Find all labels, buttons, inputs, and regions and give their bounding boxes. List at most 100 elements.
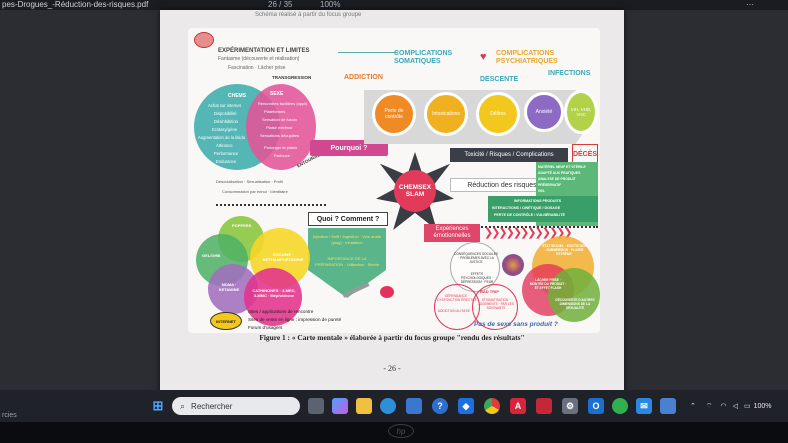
poppers-text: POPPERS [232,223,252,228]
acrobat-icon[interactable]: A [510,398,526,414]
battery-icon: ▭ [743,403,751,410]
settings-icon[interactable]: ⚙ [562,398,578,414]
brain-illustration-icon [502,254,524,276]
pdf-viewer[interactable]: Schéma réalisé à partir du focus groupe … [0,10,788,398]
sexe-item: Plaisir extrême [266,125,293,130]
chemsex-center: CHEMSEX SLAM [394,170,436,212]
reduction-label: Réduction des risques [450,178,554,192]
sexe-item: Sensation de fusion [262,117,298,122]
chemsex-label: CHEMSEX SLAM [398,183,432,198]
dependance-text: DÉPENDANCE · DYSFONCTION ÉRECTILE [437,294,477,303]
gel-ghb-text: GEL/GHB [202,253,221,258]
chems-item: Performance [214,151,238,156]
figure-caption: Figure 1 : « Carte mentale » élaborée à … [259,333,525,342]
complications-psychiatriques: COMPLICATIONS PSYCHIATRIQUES [496,50,558,66]
rdr-item: MATÉRIEL NEUF ET STÉRILE [538,165,586,169]
cathinones-circle [244,268,302,326]
wifi-icon[interactable]: ◠ [720,403,727,410]
cocaine-text: COCAINE · METHAMPHÉTAMINE [262,252,304,263]
heart-icon: ♥ [480,51,487,63]
sexe-item: Prolonger le plaisir [264,145,298,150]
desocialisation-text: Désocialisation · Sexualisation · Profil [216,179,283,184]
experiences-label: Expériences émotionnelles [424,224,480,242]
rdr-item: INFORMATIONS PRODUITS [514,199,562,203]
mdma-text: MDMA · KETAMINE [218,282,240,293]
edge-icon[interactable] [380,398,396,414]
complication-circle: Intoxications [424,92,468,136]
taskbar-search[interactable]: ⌕ Rechercher [172,397,300,415]
quoi-comment-label: Quoi ? Comment ? [308,212,388,226]
cathinones-text: CATHINONES · 4-MEC, 3-MMC · Méphédrone [252,288,296,299]
complication-label: Perte de contrôle [384,108,404,120]
chems-item: Désinhibition [214,119,238,124]
addiction-label: ADDICTION [344,74,383,81]
whatsapp-icon[interactable] [612,398,628,414]
decouverte-circle [548,268,600,322]
deces-label: DÉCÈS [572,144,598,164]
windows-icon[interactable]: ⊞ [152,398,164,413]
sexe-item: Plateformes [264,109,286,114]
decouverte-text: DÉCOUVERTE D'AUTRES DIMENSIONS DE LA SEX… [555,298,595,311]
page-heading-cut: Schéma réalisé à partir du focus groupe [255,12,362,18]
consequences-circle [450,242,500,292]
brain-icon [194,32,214,48]
file-explorer-icon[interactable] [356,398,372,414]
chevron-arrows: ❯❯❯❯❯❯❯❯❯❯❯❯ [484,227,573,239]
complication-label: Délires [490,111,506,117]
pdf-icon[interactable] [536,398,552,414]
toxicite-label: Toxicité / Risques / Complications [450,148,568,162]
transgression-label: TRANSGRESSION [272,75,312,80]
chrome-icon[interactable] [484,398,500,414]
windows-taskbar: ⊞ ⌕ Rechercher ? ◆ A ⚙ O ✉ ⌃ ⌔ ◠ ◁ ▭ 100… [0,390,788,422]
consommation-text: Consommation par ennui · Identitaire [222,189,288,194]
stigmatisation-text: STIGMATISATION · JUGEMENTS · PAR LES SOI… [478,298,514,311]
more-options-icon[interactable]: ⋯ [746,0,754,9]
sexe-title: SEXE [270,91,284,97]
internet-item: Sites / applications de rencontre [248,309,314,314]
internet-label: INTERNET [216,318,236,324]
mind-map-figure: EXPÉRIMENTATION ET LIMITES Fantasme (déc… [188,28,600,333]
mail-icon[interactable]: ✉ [636,398,652,414]
sexe-circle [246,84,316,170]
system-tray[interactable]: ⌃ ⌔ ◠ ◁ ▭ 100% [690,390,772,422]
experimentation-sub1: Fantasme (découverte et réalisation) [218,56,300,62]
dotted-separator [216,204,326,206]
rdr-item: GEL [538,189,545,193]
hp-logo-icon: hp [388,424,414,438]
rdr-item: PRÉSERVATIF [538,183,562,187]
rdr-item: INTERACTIONS / CINÉTIQUE / DOSAGE [492,206,561,210]
widgets-icon[interactable] [308,398,324,414]
speaker-icon[interactable]: ◁ [732,403,738,410]
stigmatisation-circle [472,284,518,330]
network-icon[interactable]: ⌔ [705,402,713,410]
sexe-item: Rencontres facilitées (appli) [258,101,308,106]
chems-item: Attirance [216,143,233,148]
dropbox-icon[interactable]: ◆ [458,398,474,414]
chevron-up-icon[interactable]: ⌃ [690,403,696,410]
internet-item: Forum d'usagers [248,325,283,330]
infections-label: INFECTIONS [548,70,591,77]
help-icon[interactable]: ? [432,398,448,414]
chems-item: Disponibilité [214,111,237,116]
store-icon[interactable] [406,398,422,414]
complication-label: Anxiété [535,109,553,115]
addiction-sexe-text: ADDICTION AU SEXE [438,309,471,313]
internet-badge: INTERNET [210,312,242,330]
pourquoi-label: Pourquoi ? [310,140,388,156]
window-title: pes-Drogues_-Réduction-des-risques.pdf [2,0,149,9]
complication-circle: Anxiété [524,92,564,132]
internet-item: Sites de vente en ligne : impression de … [248,317,342,322]
calendar-icon[interactable] [660,398,676,414]
complication-circle: Délires [476,92,520,136]
page-number: - 26 - [383,364,401,373]
etat-sexuel-text: ÉTAT SEXUEL · EXCITATION · SUBMERSION · … [542,244,586,257]
chems-item: Endurance [216,159,237,164]
copilot-icon[interactable] [332,398,348,414]
chems-title: CHEMS [228,93,247,99]
outlook-icon[interactable]: O [588,398,604,414]
page-indicator[interactable]: 26 / 35 [268,0,293,9]
mouth-icon [380,286,394,298]
battery-level: 100% [753,402,772,410]
zoom-level[interactable]: 100% [320,0,341,9]
complication-circle: VIH, VHB, VHC [564,90,598,134]
